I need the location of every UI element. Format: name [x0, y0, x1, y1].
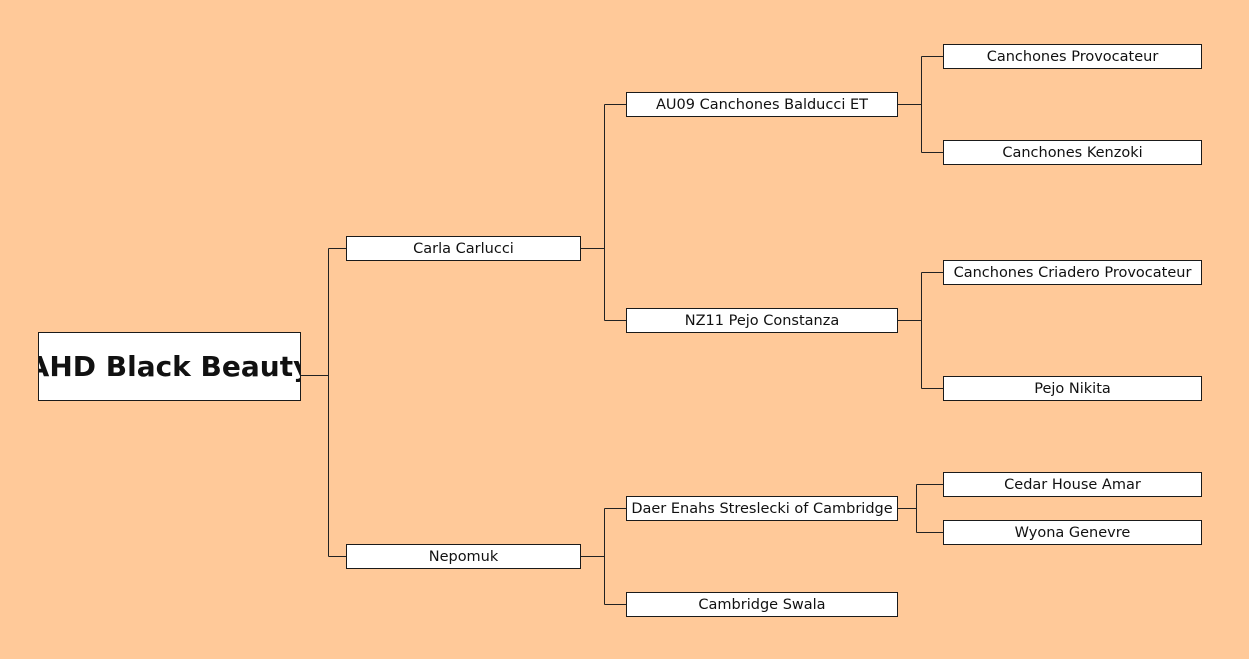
sire-dam-dam-node: Pejo Nikita [943, 376, 1202, 401]
sire-node: Carla Carlucci [346, 236, 581, 261]
dam-sire-label: Daer Enahs Streslecki of Cambridge [631, 500, 893, 517]
connector-root [300, 248, 346, 557]
connector-dam [580, 508, 626, 605]
dam-dam-label: Cambridge Swala [698, 596, 826, 613]
dam-sire-sire-node: Cedar House Amar [943, 472, 1202, 497]
dam-sire-node: Daer Enahs Streslecki of Cambridge [626, 496, 898, 521]
dam-node: Nepomuk [346, 544, 581, 569]
dam-sire-dam-node: Wyona Genevre [943, 520, 1202, 545]
subject-node: AHD Black Beauty [38, 332, 301, 401]
connector-sire [580, 104, 626, 321]
sire-sire-sire-node: Canchones Provocateur [943, 44, 1202, 69]
sire-sire-dam-label: Canchones Kenzoki [1002, 144, 1143, 161]
dam-sire-sire-label: Cedar House Amar [1004, 476, 1141, 493]
sire-sire-dam-node: Canchones Kenzoki [943, 140, 1202, 165]
sire-dam-dam-label: Pejo Nikita [1034, 380, 1111, 397]
sire-sire-node: AU09 Canchones Balducci ET [626, 92, 898, 117]
sire-label: Carla Carlucci [413, 240, 514, 257]
sire-sire-label: AU09 Canchones Balducci ET [656, 96, 868, 113]
connector-sire-sire [897, 56, 943, 153]
sire-dam-node: NZ11 Pejo Constanza [626, 308, 898, 333]
dam-dam-node: Cambridge Swala [626, 592, 898, 617]
sire-sire-sire-label: Canchones Provocateur [986, 48, 1159, 65]
sire-dam-label: NZ11 Pejo Constanza [684, 312, 840, 329]
sire-dam-sire-node: Canchones Criadero Provocateur [943, 260, 1202, 285]
sire-dam-sire-label: Canchones Criadero Provocateur [953, 264, 1192, 281]
dam-label: Nepomuk [428, 548, 499, 565]
dam-sire-dam-label: Wyona Genevre [1014, 524, 1131, 541]
connector-dam-sire [897, 484, 943, 533]
connector-sire-dam [897, 272, 943, 389]
subject-label: AHD Black Beauty [38, 350, 301, 383]
